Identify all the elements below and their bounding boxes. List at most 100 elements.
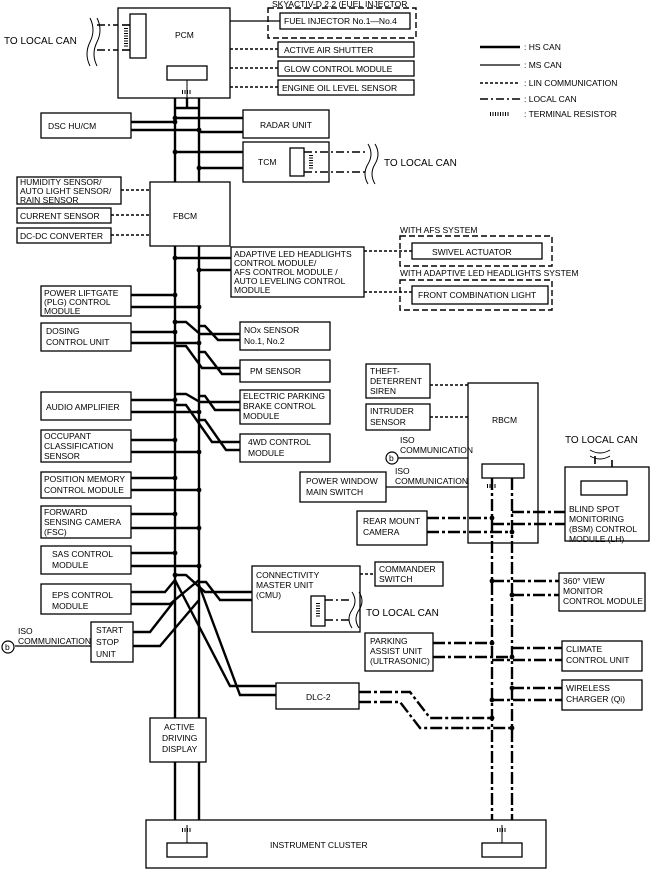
360-view-label-2: MONITOR: [563, 586, 603, 596]
epb-box: [239, 389, 331, 425]
nox-label-2: No.1, No.2: [244, 336, 285, 346]
rbcm-box: [467, 382, 539, 544]
theft-label-2: DETERRENT: [370, 376, 422, 386]
commander-label-2: SWITCH: [379, 574, 413, 584]
cmu-label-1: CONNECTIVITY: [256, 570, 320, 580]
front-combination-label: FRONT COMBINATION LIGHT: [418, 290, 536, 300]
start-stop-label-2: STOP: [96, 637, 119, 647]
fsc-label-2: SENSING CAMERA: [44, 517, 121, 527]
bsm-label-2: MONITORING: [569, 514, 624, 524]
b-connector-left-icon: [1, 640, 15, 654]
with-adaptive-label: WITH ADAPTIVE LED HEADLIGHTS SYSTEM: [400, 268, 579, 278]
legend-ms-can: : MS CAN: [524, 60, 562, 70]
occupant-label-1: OCCUPANT: [44, 431, 91, 441]
pm-sensor-box: [239, 359, 331, 383]
fbcm-label: FBCM: [173, 211, 197, 221]
adaptive-label-3: AFS CONTROL MODULE /: [234, 267, 338, 277]
dlc2-label: DLC-2: [306, 692, 331, 702]
rbcm-connector: [481, 463, 525, 479]
commander-label-1: COMMANDER: [379, 564, 436, 574]
iso-right-label-1: ISO: [400, 435, 415, 445]
start-stop-label-3: UNIT: [96, 649, 116, 659]
rbcm-label: RBCM: [492, 415, 517, 425]
dsc-box: [40, 112, 132, 139]
to-local-can-bsm: TO LOCAL CAN: [565, 435, 638, 446]
legend-hs-can: : HS CAN: [524, 42, 561, 52]
plg-box: [40, 285, 132, 317]
audio-amp-label: AUDIO AMPLIFIER: [46, 402, 120, 412]
position-memory-box: [40, 471, 132, 499]
sas-label-2: MODULE: [52, 560, 89, 570]
cmu-box: [251, 565, 361, 633]
cmu-label-3: (CMU): [256, 590, 281, 600]
to-local-can-cmu: TO LOCAL CAN: [366, 608, 439, 619]
instrument-cluster-box: [145, 819, 547, 869]
adaptive-label-5: MODULE: [234, 285, 271, 295]
fuel-injector-label: FUEL INJECTOR No.1—No.4: [284, 16, 397, 26]
pwms-label-2: MAIN SWITCH: [306, 487, 363, 497]
wireless-label-1: WIRELESS: [566, 683, 610, 693]
occupant-box: [40, 429, 132, 463]
humidity-sensor-box: [16, 176, 122, 205]
intruder-sensor-box: [365, 403, 431, 431]
bsm-label-3: (BSM) CONTROL: [569, 524, 637, 534]
fsc-label-1: FORWARD: [44, 507, 87, 517]
epb-label-1: ELECTRIC PARKING: [243, 391, 325, 401]
iso-left-label: ISO: [18, 626, 33, 636]
to-local-can-pcm: TO LOCAL CAN: [4, 36, 77, 47]
radar-label: RADAR UNIT: [260, 120, 312, 130]
dosing-label-2: CONTROL UNIT: [46, 337, 109, 347]
theft-label-3: SIREN: [370, 386, 396, 396]
adaptive-label-1: ADAPTIVE LED HEADLIGHTS: [234, 249, 352, 259]
current-sensor-label: CURRENT SENSOR: [20, 211, 100, 221]
swivel-actuator-label: SWIVEL ACTUATOR: [432, 247, 512, 257]
adaptive-label-4: AUTO LEVELING CONTROL: [234, 276, 346, 286]
nox-label-1: NOx SENSOR: [244, 325, 299, 335]
cmu-label-2: MASTER UNIT: [256, 580, 314, 590]
parking-label-1: PARKING: [370, 636, 408, 646]
wireless-label-2: CHARGER (Qi): [566, 694, 625, 704]
iso-comm-right-label-2: COMMUNICATION: [395, 476, 468, 486]
bsm-local-connector: [580, 480, 628, 496]
add-label-1: ACTIVE: [164, 722, 195, 732]
pcm-can-connector: [166, 65, 208, 81]
fsc-box: [40, 505, 132, 539]
pcm-label: PCM: [175, 30, 194, 40]
plg-label-3: MODULE: [44, 306, 81, 316]
active-air-shutter-label: ACTIVE AIR SHUTTER: [284, 45, 373, 55]
start-stop-label-1: START: [96, 625, 123, 635]
legend-local-can: : LOCAL CAN: [524, 94, 577, 104]
tcm-local-connector: [289, 147, 305, 177]
legend-lin: : LIN COMMUNICATION: [524, 78, 617, 88]
bsm-label-4: MODULE (LH): [569, 534, 624, 544]
tcm-box: [242, 141, 330, 183]
wireless-charger-box: [561, 679, 643, 711]
occupant-label-3: SENSOR: [44, 451, 80, 461]
instrument-cluster-label: INSTRUMENT CLUSTER: [270, 840, 368, 850]
rear-camera-box: [356, 510, 428, 546]
rear-camera-label-1: REAR MOUNT: [363, 516, 420, 526]
audio-amp-box: [40, 391, 132, 421]
epb-label-2: BRAKE CONTROL: [243, 401, 316, 411]
legend: : HS CAN : MS CAN : LIN COMMUNICATION : …: [480, 42, 617, 119]
humidity-label-3: RAIN SENSOR: [20, 195, 79, 205]
ic-can-connector: [166, 842, 208, 858]
humidity-label-2: AUTO LIGHT SENSOR/: [20, 186, 112, 196]
sas-box: [40, 545, 132, 575]
epb-label-3: MODULE: [243, 411, 280, 421]
active-driving-display-box: [149, 717, 207, 763]
add-label-2: DRIVING: [162, 733, 197, 743]
eps-label-1: EPS CONTROL: [52, 590, 113, 600]
dlc2-box: [275, 682, 360, 710]
climate-control-box: [561, 640, 643, 672]
power-window-switch-box: [299, 471, 387, 503]
b-connector-right-label: b: [389, 453, 394, 463]
rear-camera-label-2: CAMERA: [363, 527, 400, 537]
climate-label-1: CLIMATE: [566, 644, 603, 654]
360-view-box: [558, 572, 646, 612]
nox-sensor-box: [239, 321, 331, 351]
dosing-box: [40, 322, 132, 352]
front-combination-box: [411, 285, 549, 305]
